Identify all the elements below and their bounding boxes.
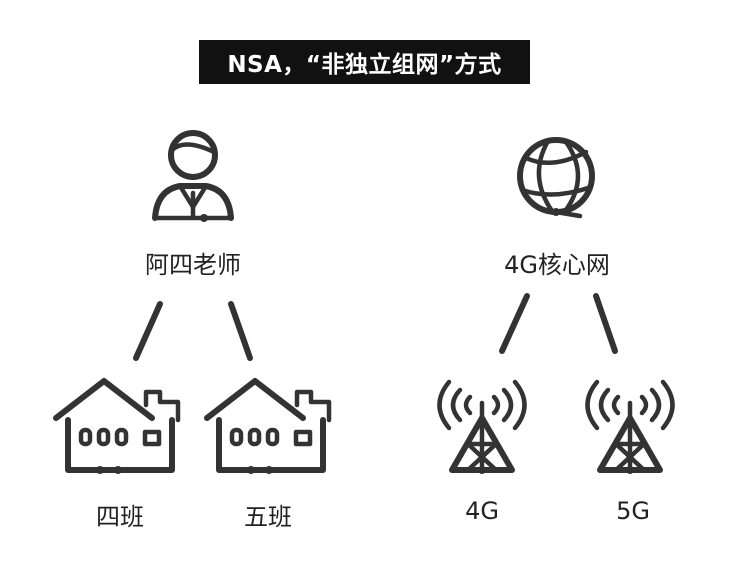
link-teacher-class4 bbox=[133, 301, 163, 361]
node-label-4g: 4G bbox=[465, 497, 499, 525]
node-label-class4: 四班 bbox=[96, 503, 144, 531]
cell-tower-icon bbox=[585, 379, 675, 474]
node-label-5g: 5G bbox=[616, 497, 650, 525]
link-core-5g bbox=[593, 293, 618, 354]
node-label-class5: 五班 bbox=[244, 503, 292, 531]
house-icon bbox=[53, 378, 181, 474]
globe-icon bbox=[517, 137, 595, 219]
link-teacher-class5 bbox=[228, 301, 253, 361]
node-label-core: 4G核心网 bbox=[504, 251, 610, 279]
cell-tower-icon bbox=[437, 379, 527, 474]
house-icon bbox=[204, 378, 332, 474]
link-core-4g bbox=[499, 293, 530, 354]
node-label-teacher: 阿四老师 bbox=[145, 251, 241, 279]
person-icon bbox=[152, 130, 234, 222]
diagram-title: NSA，“非独立组网”方式 bbox=[199, 40, 530, 84]
